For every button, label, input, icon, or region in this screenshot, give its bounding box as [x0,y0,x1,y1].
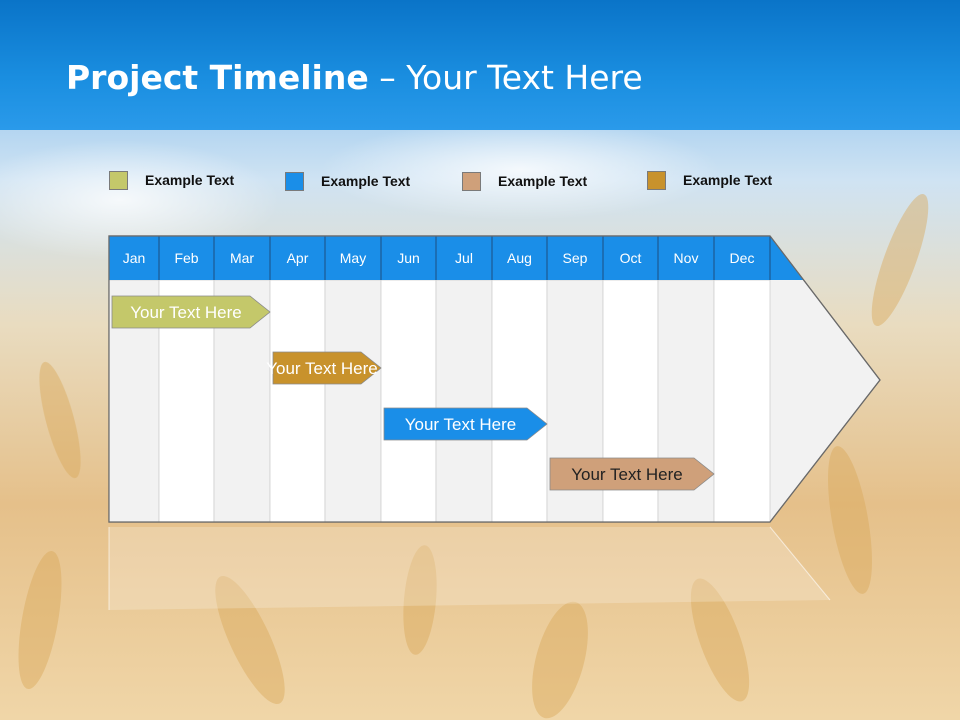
page-title: Project Timeline – Your Text Here [66,58,643,97]
month-label: Dec [730,250,755,266]
month-label: Jan [123,250,146,266]
month-label: May [340,250,366,266]
legend-label: Example Text [321,173,411,189]
task-label: Your Text Here [405,415,517,434]
task-label: Your Text Here [571,465,683,484]
legend-label: Example Text [145,172,235,188]
title-rest: – Your Text Here [368,58,643,97]
month-label: Nov [674,250,699,266]
month-column [491,279,548,523]
task-label: Your Text Here [130,303,242,322]
legend-swatch [647,171,666,190]
title-band [0,0,960,130]
legend-swatch [109,171,128,190]
task-arrow [549,457,715,491]
task-arrow [111,295,271,329]
legend-label: Example Text [498,173,588,189]
month-label: Aug [507,250,532,266]
task-arrow [383,407,548,441]
task-label: Your Text Here [266,359,378,378]
timeline-outline [108,235,881,523]
arrow-reflection [109,527,830,610]
month-label: Sep [563,250,588,266]
month-header [109,236,804,280]
month-label: Jun [397,250,420,266]
title-bold: Project Timeline [66,58,369,97]
task-arrow [272,351,382,385]
legend-label: Example Text [683,172,773,188]
month-column [324,279,382,523]
month-column [435,279,493,523]
month-column [380,279,437,523]
month-column [269,279,326,523]
month-label: Apr [287,250,309,266]
month-label: Jul [455,250,473,266]
legend-swatch [462,172,481,191]
month-label: Feb [174,250,198,266]
legend-swatch [285,172,304,191]
month-label: Mar [230,250,254,266]
month-column [713,279,771,523]
reflection-edge [769,526,831,601]
month-label: Oct [620,250,642,266]
